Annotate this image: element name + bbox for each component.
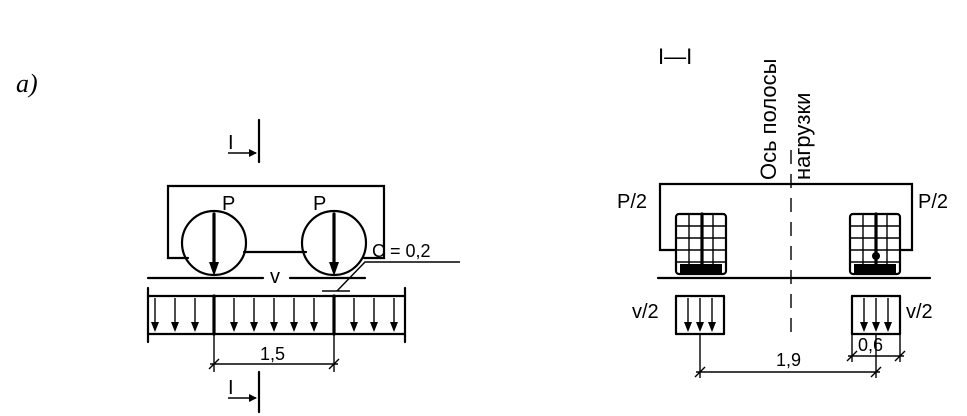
section-marker-bottom: I: [228, 370, 261, 414]
axis-label-line2: нагрузки: [790, 93, 815, 180]
load-label-left-half: P/2: [617, 191, 647, 213]
track-width-dimension: 1,9: [694, 334, 882, 378]
pressure-label-left: v/2: [632, 301, 659, 323]
pressure-label: v: [270, 266, 280, 288]
vehicle-body-front: [658, 182, 914, 252]
left-view: I I P P v C = 0,2: [146, 118, 460, 414]
vehicle-body: [166, 184, 386, 260]
pressure-patch-left: [674, 294, 726, 336]
distributed-load: [146, 286, 407, 344]
wheel-width-dimension: 0,6: [846, 334, 906, 362]
load-label-right-half: P/2: [918, 191, 948, 213]
section-marker-bottom-label: I: [228, 377, 234, 399]
wheel-width-label: 0,6: [858, 335, 883, 355]
axle-spacing-label: 1,5: [260, 344, 285, 364]
pressure-patch-right: [850, 294, 902, 336]
section-marker-top-label: I: [228, 132, 234, 154]
wheel-right-front: [848, 212, 902, 276]
figure-label: а): [16, 69, 38, 98]
load-label-left: P: [222, 193, 235, 215]
load-label-right: P: [313, 193, 326, 215]
axle-spacing-dimension: 1,5: [208, 334, 340, 372]
section-title: I—I: [658, 44, 692, 69]
clearance-leader: [336, 261, 460, 292]
right-view: I—I Ось полосы нагрузки P/2 P/2: [617, 44, 948, 378]
axis-label-line1: Ось полосы: [756, 59, 781, 180]
wheel-left-front: [674, 212, 728, 276]
section-marker-top: I: [228, 118, 261, 164]
track-width-label: 1,9: [776, 350, 801, 370]
clearance-label: C = 0,2: [372, 241, 431, 261]
pressure-label-right: v/2: [906, 301, 933, 323]
